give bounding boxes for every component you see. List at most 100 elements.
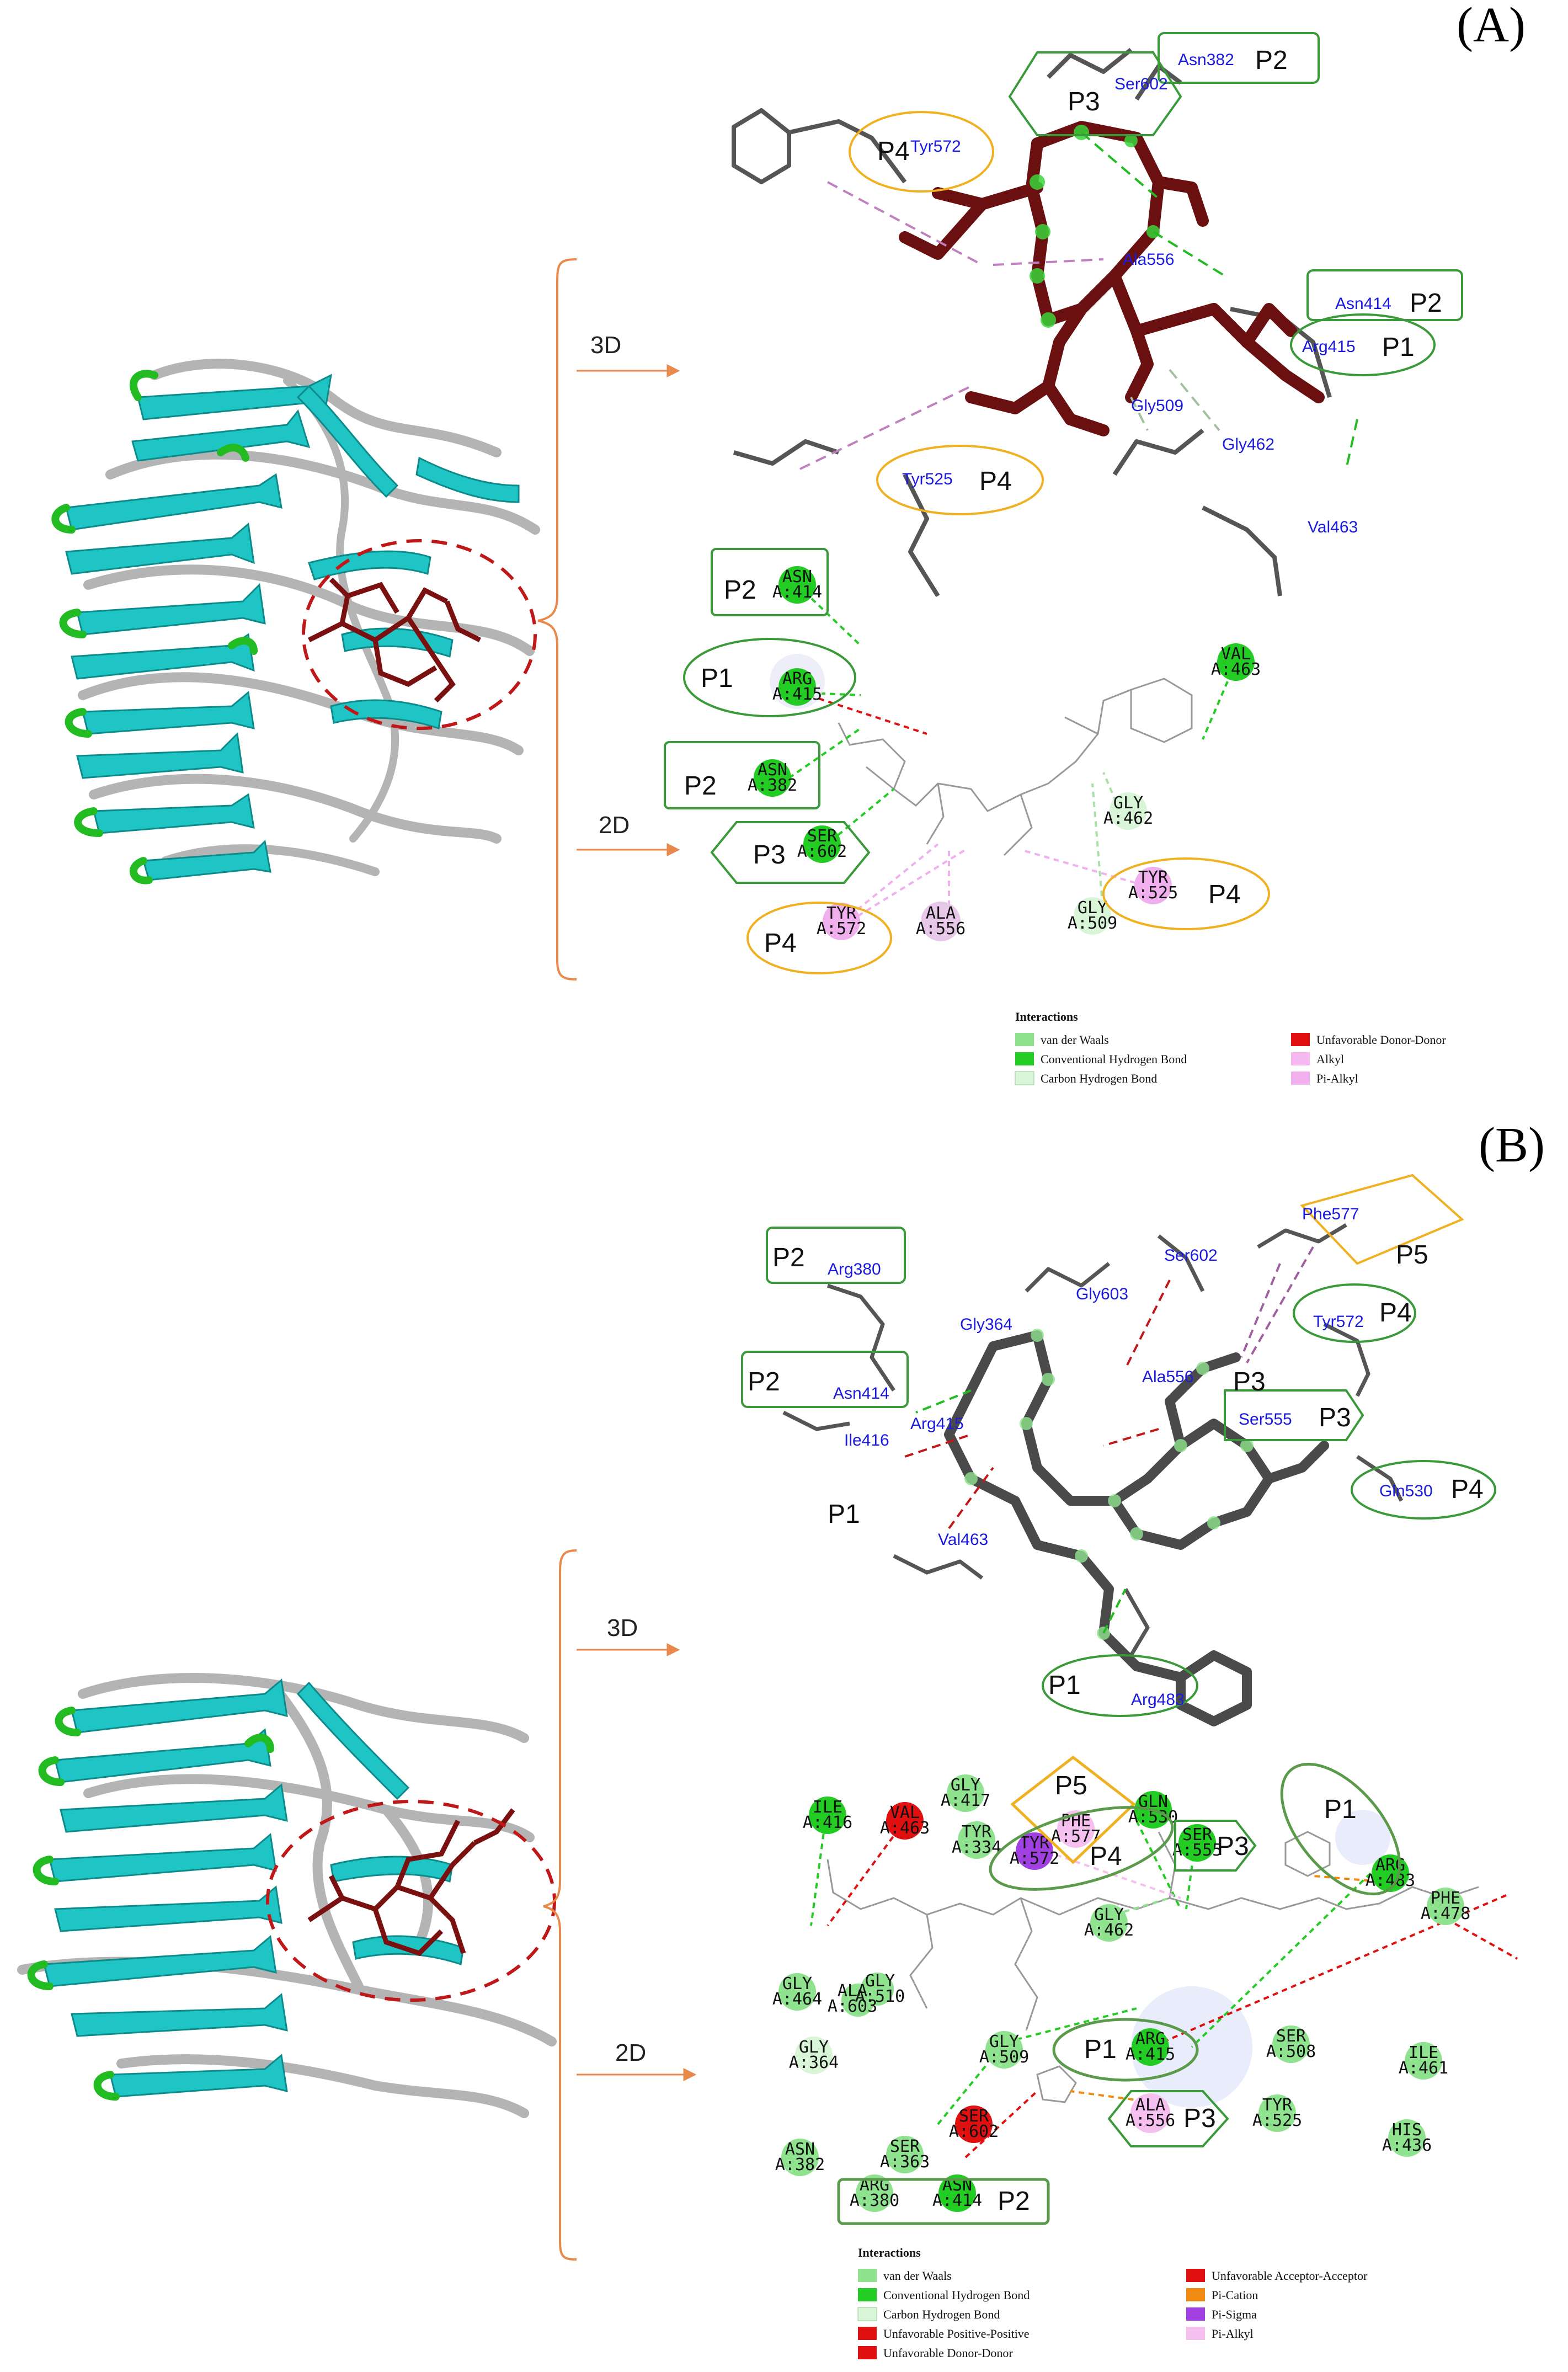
residue-disc	[1132, 2028, 1169, 2066]
residue-disc	[1272, 2025, 1310, 2063]
residue-id: A:463	[1211, 660, 1261, 679]
legend-label: Pi-Sigma	[1212, 2307, 1257, 2321]
pocket-label: P3	[1319, 1403, 1351, 1432]
pocket-box	[837, 2178, 1050, 2225]
pocket-label: P3	[753, 840, 786, 870]
pocket-label: P2	[1255, 46, 1288, 75]
residue-disc	[1217, 643, 1255, 681]
residue-name: SER	[1276, 2027, 1306, 2046]
legend-label: Pi-Alkyl	[1212, 2327, 1254, 2341]
pocket-box	[1306, 269, 1463, 321]
pocket-label: P2	[772, 1243, 805, 1272]
pocket-diamond	[1010, 1755, 1136, 1864]
legend-label: Carbon Hydrogen Bond	[1041, 1072, 1157, 1085]
residue-id: A:555	[1172, 1841, 1222, 1860]
pocket-label: P5	[1396, 1240, 1428, 1270]
residue-id: A:556	[916, 919, 966, 939]
residue-label-3d: Phe577	[1302, 1205, 1359, 1223]
pocket-label: P3	[1068, 87, 1100, 116]
legend-swatch	[1015, 1052, 1034, 1065]
residue-name: SER	[1182, 1825, 1213, 1845]
residue-id: A:509	[1068, 914, 1117, 933]
residue-disc	[921, 902, 961, 941]
pocket-ellipse	[1280, 1762, 1401, 1896]
panel-a: (A)	[51, 0, 1526, 1085]
pocket-label: P3	[1183, 2104, 1216, 2133]
residue-label-3d: Tyr572	[1313, 1313, 1364, 1331]
residue-disc	[778, 566, 816, 604]
pocket-box	[766, 1227, 906, 1284]
legend-swatch	[1186, 2269, 1205, 2282]
legend-swatch	[1186, 2307, 1205, 2321]
pocket-label: P1	[701, 664, 733, 693]
residue-label-3d: Asn414	[1335, 295, 1391, 313]
residue-disc	[1178, 1824, 1216, 1862]
residue-disc	[803, 825, 841, 863]
residue-name: TYR	[962, 1822, 992, 1842]
residue-label-3d: Arg380	[828, 1260, 881, 1278]
residue-label-3d: Gly364	[960, 1315, 1012, 1334]
residue-disc	[795, 2037, 833, 2074]
pocket-ellipse	[1351, 1460, 1496, 1520]
panel-b: (B)	[17, 1118, 1545, 2360]
legend-swatch	[1291, 1033, 1310, 1046]
legend-label: Conventional Hydrogen Bond	[1041, 1052, 1187, 1066]
legend-label: Unfavorable Positive-Positive	[883, 2327, 1030, 2341]
pocket-label: P1	[1324, 1795, 1357, 1824]
pocket-ellipse	[876, 445, 1044, 515]
residue-disc	[823, 903, 860, 940]
residue-label-3d: Val463	[1308, 518, 1358, 536]
residue-label-3d: Gly509	[1131, 397, 1183, 415]
residue-name: GLY	[1113, 793, 1143, 813]
residue-name: GLY	[865, 1971, 895, 1991]
residue-disc	[985, 2031, 1023, 2069]
pocket-ellipse	[989, 1806, 1174, 1891]
pocket-label: P4	[764, 929, 797, 958]
residue-name: GLY	[951, 1776, 980, 1795]
residue-name: GLY	[1078, 898, 1107, 918]
panel-b-3d-label: 3D	[607, 1614, 638, 1641]
residue-disc	[809, 1797, 846, 1834]
residue-disc	[1134, 867, 1172, 904]
residue-disc	[1016, 1832, 1053, 1870]
residue-id: A:525	[1128, 883, 1178, 903]
pocket-label: P1	[1084, 2035, 1117, 2064]
pocket-label: P2	[998, 2187, 1030, 2216]
pocket-label: P1	[1382, 333, 1415, 362]
pocket-hexagon	[710, 821, 871, 884]
residue-disc	[1074, 897, 1111, 935]
residue-id: A:380	[850, 2191, 899, 2210]
pocket-label: P4	[1451, 1475, 1484, 1504]
legend-swatch	[1015, 1071, 1034, 1085]
residue-name: ALA	[838, 1981, 867, 2001]
pocket-label: P3	[1217, 1832, 1249, 1861]
residue-id: A:510	[855, 1987, 905, 2006]
residue-disc	[778, 668, 816, 706]
residue-id: A:415	[772, 685, 822, 704]
binding-site-ellipse	[302, 539, 537, 730]
residue-id: A:334	[952, 1838, 1001, 1857]
residue-id: A:603	[828, 1997, 877, 2016]
residue-id: A:462	[1103, 809, 1153, 828]
panel-b-bracket	[543, 1549, 697, 2261]
residue-disc	[856, 2174, 893, 2212]
residue-name: ASN	[785, 2140, 815, 2159]
legend-swatch	[858, 2288, 877, 2301]
residue-name: SER	[807, 827, 838, 846]
residue-name: ARG	[1135, 2029, 1165, 2049]
legend-label: van der Waals	[1041, 1033, 1109, 1047]
residue-name: ASN	[782, 567, 812, 587]
residue-id: A:525	[1252, 2111, 1302, 2130]
residue-id: A:508	[1266, 2042, 1316, 2061]
panel-b-2d-view: ILE A:416 VAL A:463 GLY A:417 PHE A:577 …	[772, 1755, 1518, 2225]
residue-disc	[1258, 2094, 1296, 2132]
residue-name: GLY	[1094, 1905, 1124, 1925]
pocket-label: P4	[979, 467, 1012, 496]
residue-id: A:462	[1084, 1921, 1134, 1940]
residue-disc	[1057, 1810, 1095, 1848]
pocket-diamond	[1300, 1174, 1464, 1265]
pocket-label: P2	[724, 575, 756, 605]
legend-swatch	[1015, 1033, 1034, 1046]
residue-name: SER	[890, 2137, 920, 2156]
residue-label-3d: Asn382	[1178, 51, 1234, 69]
